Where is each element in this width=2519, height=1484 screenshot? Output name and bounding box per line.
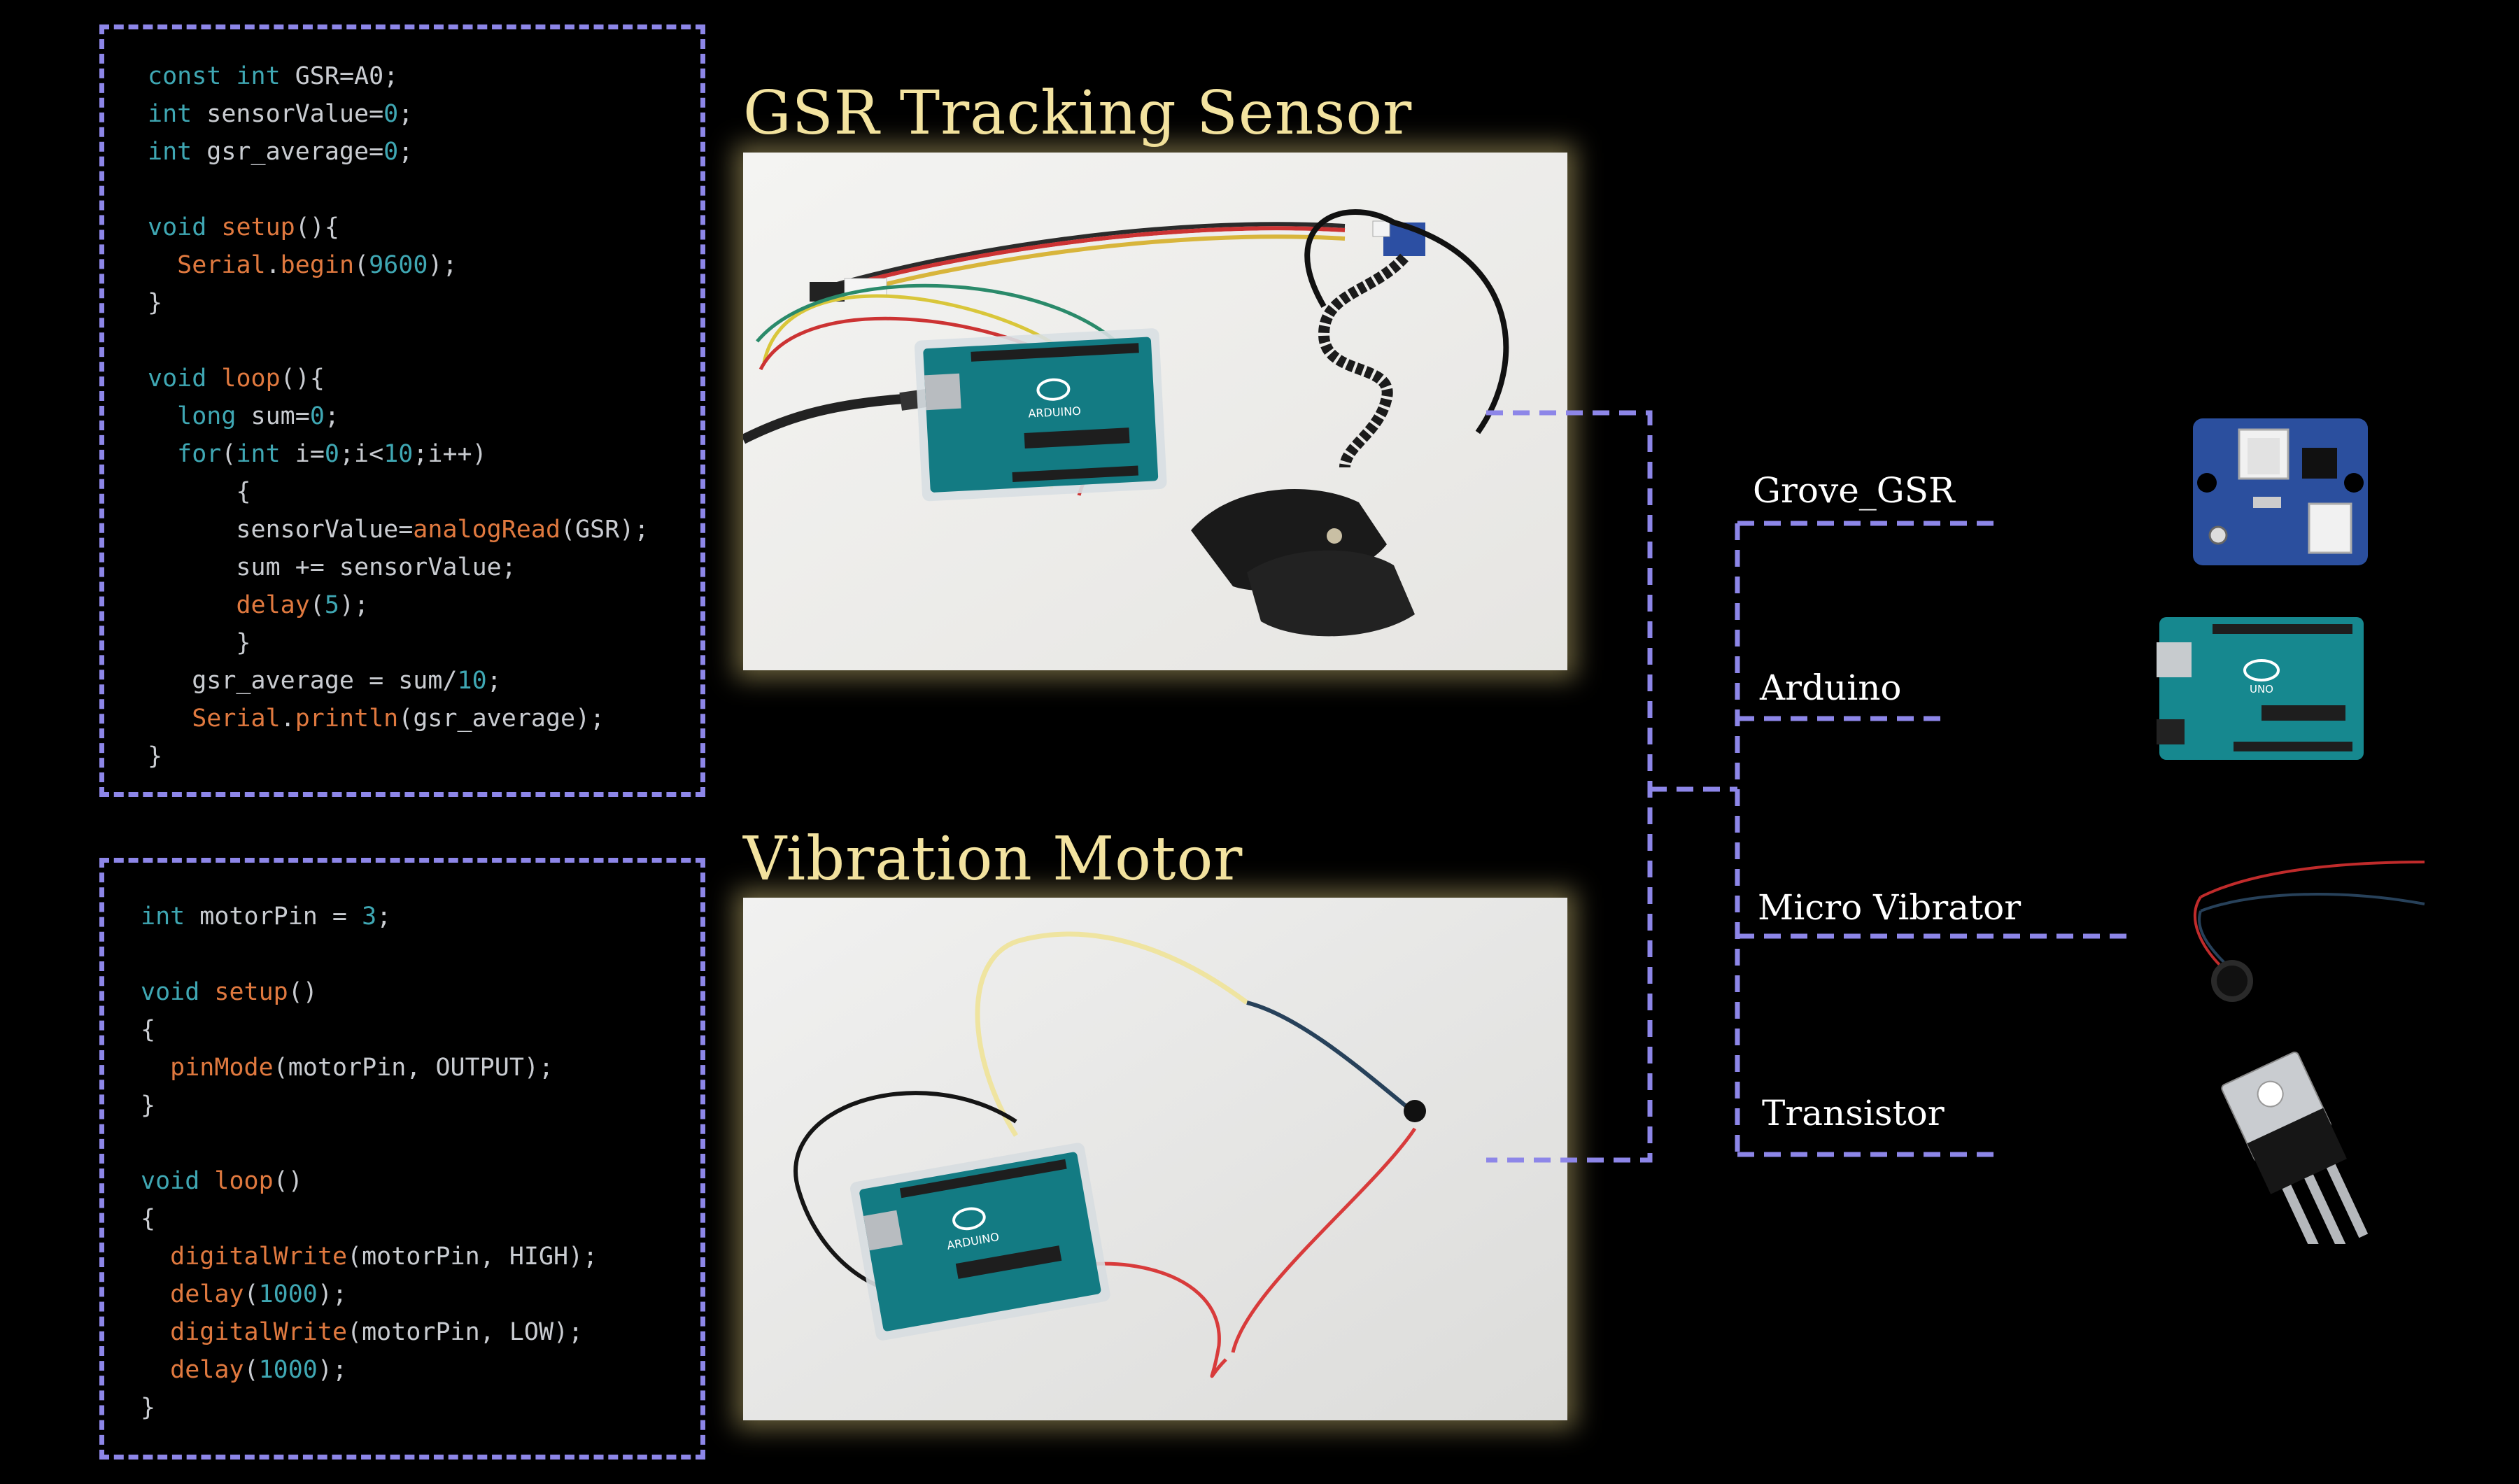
grove-gsr-label: Grove_GSR bbox=[1753, 470, 1955, 511]
code-line: sensorValue=analogRead(GSR); bbox=[148, 516, 649, 544]
gsr-setup-photo: ARDUINO bbox=[743, 153, 1567, 670]
code-line: const int GSR=A0; bbox=[148, 62, 399, 90]
code-line: pinMode(motorPin, OUTPUT); bbox=[170, 1054, 554, 1082]
code-line: void loop() bbox=[141, 1167, 303, 1195]
code-line: { bbox=[141, 1205, 156, 1233]
code-line: gsr_average = sum/10; bbox=[148, 667, 502, 695]
motor-code-panel: int motorPin = 3; void setup() { pinMode(… bbox=[99, 858, 705, 1460]
arduino-label: Arduino bbox=[1760, 667, 1902, 708]
gsr-code-panel: const int GSR=A0; int sensorValue=0; int g… bbox=[99, 24, 705, 797]
vibration-setup-photo: ARDUINO bbox=[743, 898, 1567, 1420]
transistor-icon bbox=[2221, 1051, 2369, 1244]
code-line: delay(1000); bbox=[170, 1280, 348, 1308]
code-line: delay(5); bbox=[236, 591, 369, 619]
gsr-section-title: GSR Tracking Sensor bbox=[743, 78, 1413, 148]
arduino-board-icon: UNO bbox=[2157, 617, 2364, 760]
code-line: { bbox=[141, 1016, 156, 1044]
micro-vibrator-label: Micro Vibrator bbox=[1758, 887, 2021, 928]
code-line: } bbox=[148, 289, 163, 317]
code-line: Serial.println(gsr_average); bbox=[192, 705, 605, 733]
code-line: delay(1000); bbox=[170, 1356, 348, 1384]
code-line: digitalWrite(motorPin, HIGH); bbox=[170, 1243, 598, 1271]
code-line: { bbox=[148, 478, 251, 506]
code-line: int motorPin = 3; bbox=[141, 903, 392, 931]
arduino-icon-text: UNO bbox=[2250, 683, 2273, 695]
code-line: long sum=0; bbox=[177, 402, 339, 430]
gsr-code-block: const int GSR=A0; int sensorValue=0; int g… bbox=[148, 57, 649, 775]
code-line: void setup(){ bbox=[148, 213, 339, 241]
gsr-photo-arduino-text: ARDUINO bbox=[1028, 404, 1081, 421]
code-line: void setup() bbox=[141, 978, 318, 1006]
code-line: digitalWrite(motorPin, LOW); bbox=[170, 1318, 584, 1346]
code-line: sum += sensorValue; bbox=[148, 553, 516, 581]
code-line: } bbox=[141, 1394, 156, 1422]
motor-code-block: int motorPin = 3; void setup() { pinMode(… bbox=[141, 898, 598, 1427]
micro-vibrator-icon bbox=[2194, 861, 2425, 1002]
code-line: void loop(){ bbox=[148, 365, 325, 393]
code-line: int sensorValue=0; bbox=[148, 100, 414, 128]
code-line: Serial.begin(9600); bbox=[177, 251, 458, 279]
code-line: int gsr_average=0; bbox=[148, 138, 414, 166]
code-line: for(int i=0;i<10;i++) bbox=[177, 440, 487, 468]
code-line: } bbox=[148, 629, 251, 657]
code-line: } bbox=[141, 1091, 156, 1119]
transistor-label: Transistor bbox=[1762, 1093, 1945, 1133]
code-line: } bbox=[148, 742, 163, 770]
grove-gsr-icon bbox=[2193, 418, 2368, 565]
vibration-section-title: Vibration Motor bbox=[743, 824, 1243, 894]
